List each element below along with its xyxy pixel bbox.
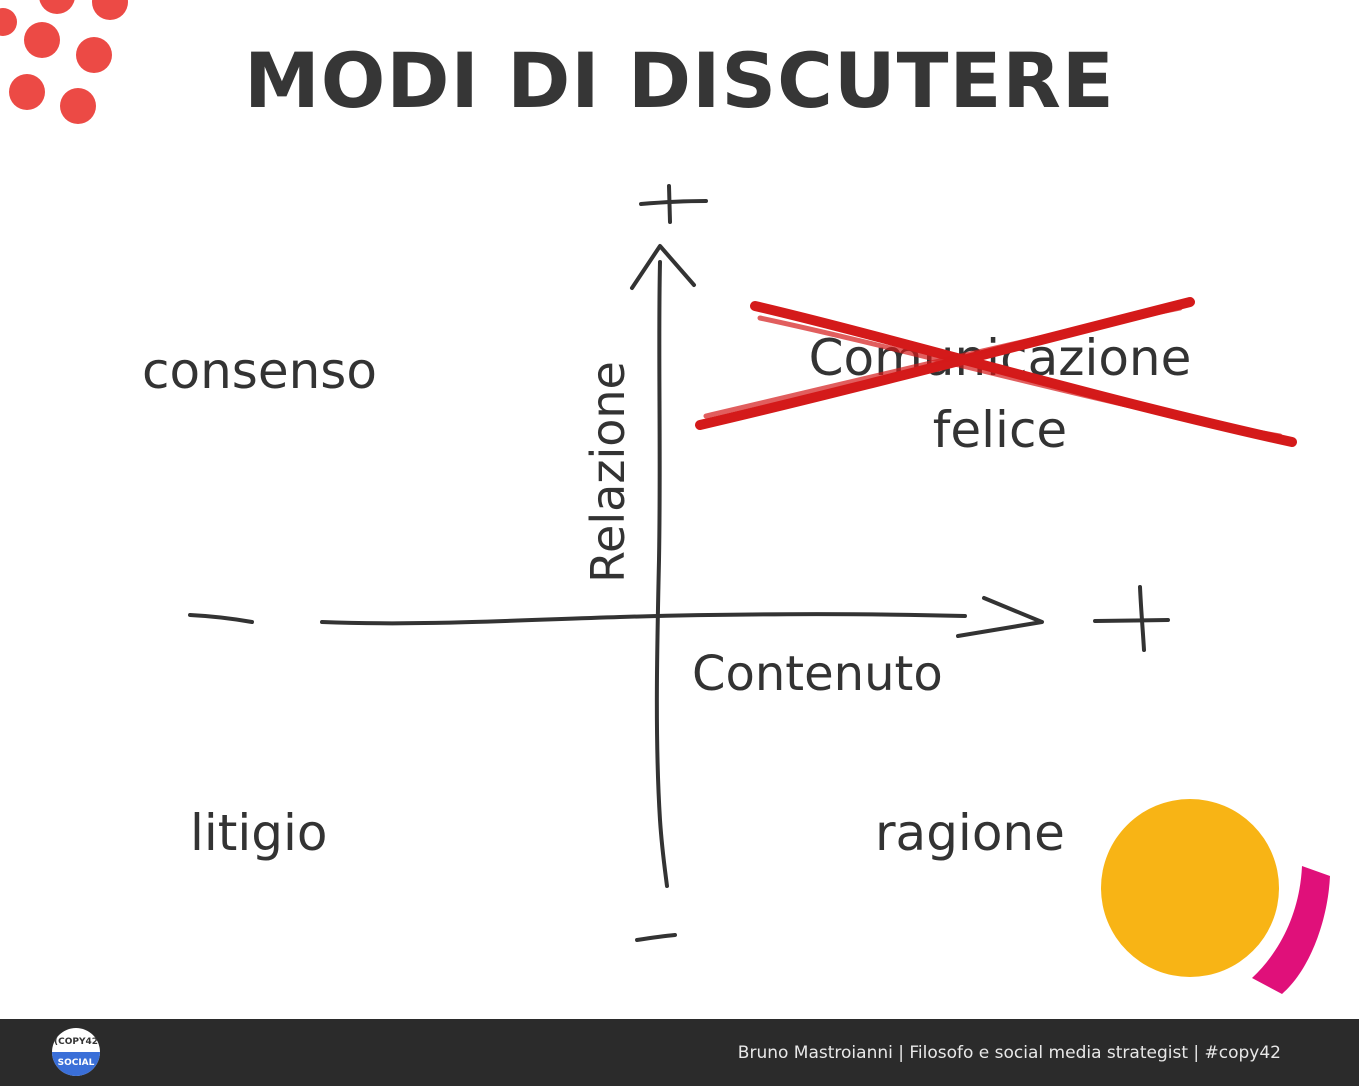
minus-left	[188, 613, 254, 624]
copy42-logo: (COPY42 SOCIAL	[52, 1028, 100, 1076]
yellow-circle	[1101, 799, 1279, 977]
cross-stroke-1b	[757, 315, 1283, 439]
plus-top-horizontal	[639, 199, 708, 206]
quadrant-consenso: consenso	[142, 342, 377, 400]
axis-label-contenuto: Contenuto	[692, 646, 943, 702]
cross-stroke-2b	[703, 305, 1183, 419]
quadrant-litigio: litigio	[190, 804, 328, 862]
footer-credits: Bruno Mastroianni | Filosofo e social me…	[737, 1043, 1281, 1063]
dot	[60, 88, 96, 124]
minus-bottom	[635, 933, 677, 942]
quadrant-ragione: ragione	[875, 804, 1065, 862]
dot	[39, 0, 75, 14]
logo-text-top: (COPY42	[53, 1037, 98, 1047]
horizontal-arrowhead	[956, 596, 1044, 638]
vertical-axis	[654, 260, 669, 888]
footer-bar: (COPY42 SOCIAL Bruno Mastroianni | Filos…	[0, 1019, 1359, 1086]
plus-right-horizontal	[1093, 618, 1170, 623]
dot	[92, 0, 128, 20]
vertical-arrowhead	[630, 244, 696, 290]
horizontal-axis	[320, 612, 967, 626]
quadrant-comunicazione-line2: felice	[932, 401, 1068, 459]
slide-title: MODI DI DISCUTERE	[244, 36, 1115, 125]
dot	[24, 22, 60, 58]
plus-right-vertical	[1138, 585, 1146, 652]
dot	[76, 37, 112, 73]
magenta-arc	[1252, 866, 1330, 994]
dot	[9, 74, 45, 110]
dot	[0, 8, 17, 36]
logo-text-bottom: SOCIAL	[52, 1052, 100, 1076]
plus-top-vertical	[667, 184, 672, 224]
